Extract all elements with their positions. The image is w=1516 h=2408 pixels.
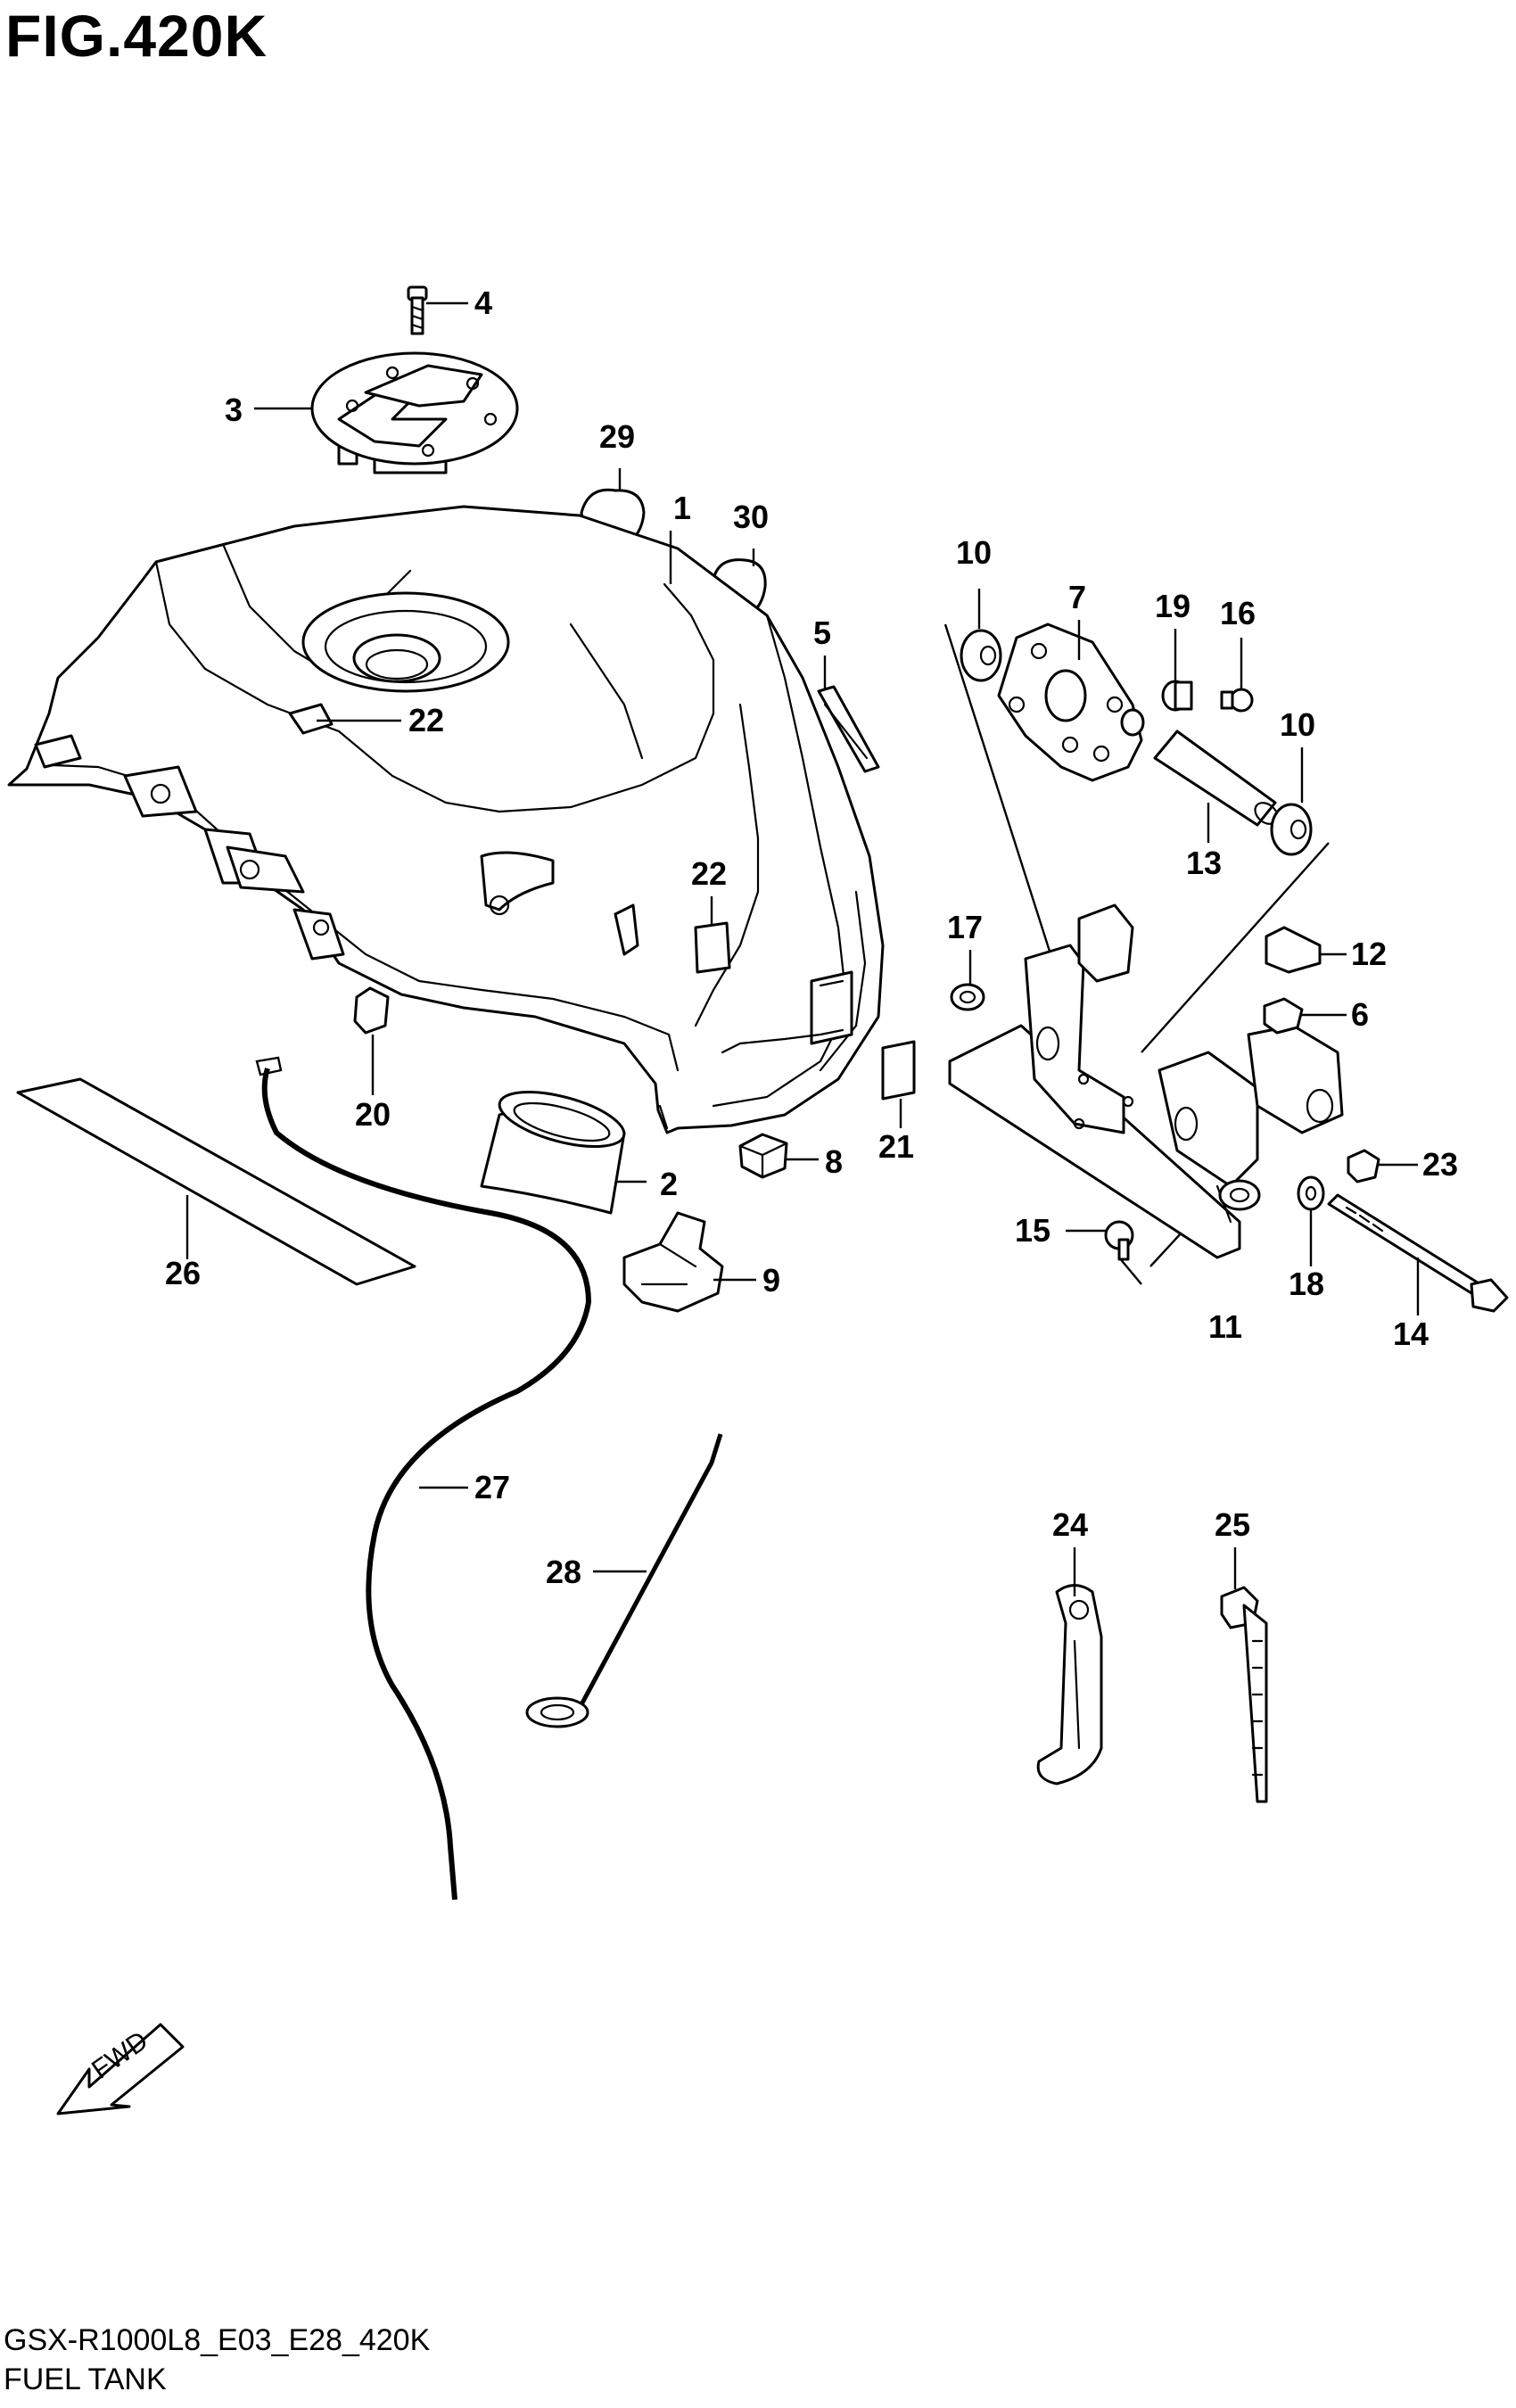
callout-22-lower: 22: [691, 855, 727, 892]
part-16-screw: [1220, 688, 1254, 713]
callout-2: 2: [660, 1166, 678, 1202]
section-name: FUEL TANK: [4, 2363, 167, 2396]
part-12-clip: [1265, 926, 1322, 974]
part-18-washer: [1297, 1175, 1325, 1211]
part-6-nut: [1263, 997, 1304, 1035]
callout-5: 5: [813, 614, 831, 651]
part-20-cushion: [353, 986, 390, 1035]
callout-15: 15: [1015, 1212, 1050, 1249]
fwd-direction-arrow: FWD: [56, 2023, 185, 2115]
callout-labels: 1 2 3 4 5 6 7 8 9 10 10 11 12 13 14 15 1…: [165, 285, 1458, 1590]
callout-18: 18: [1289, 1266, 1324, 1302]
callout-7: 7: [1068, 579, 1086, 615]
part-22-labels: [288, 703, 731, 974]
part-23-nut: [1347, 1149, 1380, 1183]
part-7-fuel-pump-plate: [997, 623, 1145, 782]
callout-21: 21: [878, 1128, 914, 1165]
callout-1: 1: [673, 490, 691, 526]
part-5-seal-strip: [817, 685, 880, 773]
part-17-grommet: [950, 983, 985, 1011]
callout-28: 28: [546, 1554, 581, 1590]
part-11-bracket: [948, 903, 1344, 1259]
callout-23: 23: [1422, 1146, 1458, 1183]
part-19-nut: [1161, 680, 1193, 712]
part-15-bolt: [1104, 1220, 1134, 1261]
part-10-lower-bushing: [1270, 803, 1313, 856]
callout-24: 24: [1052, 1506, 1088, 1543]
part-8-cushion: [738, 1133, 788, 1179]
model-code: GSX-R1000L8_E03_E28_420K: [4, 2323, 431, 2357]
callout-11: 11: [1208, 1308, 1242, 1345]
callout-13: 13: [1186, 845, 1222, 881]
part-4-bolt: [407, 285, 428, 335]
part-1-fuel-tank: [7, 505, 885, 1134]
part-28-strap: [525, 1433, 723, 1728]
callout-20: 20: [355, 1096, 391, 1133]
callout-10-upper: 10: [956, 534, 992, 571]
part-24-strap: [1036, 1584, 1103, 1785]
callout-22-upper: 22: [408, 702, 444, 738]
part-27-hose: [255, 1056, 592, 1901]
part-25-cable-tie: [1220, 1586, 1268, 1803]
part-2-sleeve: [480, 1090, 626, 1215]
part-14-long-bolt: [1327, 1193, 1509, 1313]
part-21-label: [881, 1040, 916, 1101]
callout-3: 3: [225, 392, 243, 428]
callout-26: 26: [165, 1255, 201, 1291]
part-13-hose: [1153, 730, 1279, 827]
callout-25: 25: [1215, 1506, 1250, 1543]
part-10-upper-bushing: [960, 629, 1002, 682]
callout-12: 12: [1351, 936, 1387, 972]
callout-29: 29: [599, 418, 635, 455]
callout-16: 16: [1220, 595, 1256, 631]
callout-8: 8: [825, 1143, 843, 1180]
part-9-damper: [622, 1211, 724, 1313]
callout-14: 14: [1393, 1315, 1429, 1352]
leader-lines: [185, 301, 1420, 1596]
figure-title: FIG.420K: [5, 3, 268, 69]
callout-17: 17: [947, 909, 983, 945]
callout-9: 9: [762, 1262, 780, 1299]
callout-30: 30: [733, 499, 769, 535]
callout-4: 4: [474, 285, 492, 321]
part-26-mat: [16, 1077, 416, 1286]
callout-19: 19: [1155, 588, 1191, 624]
part-3-filler-cap-flange: [310, 351, 519, 474]
callout-6: 6: [1351, 996, 1369, 1033]
callout-27: 27: [474, 1469, 510, 1505]
callout-10-lower: 10: [1280, 706, 1315, 743]
